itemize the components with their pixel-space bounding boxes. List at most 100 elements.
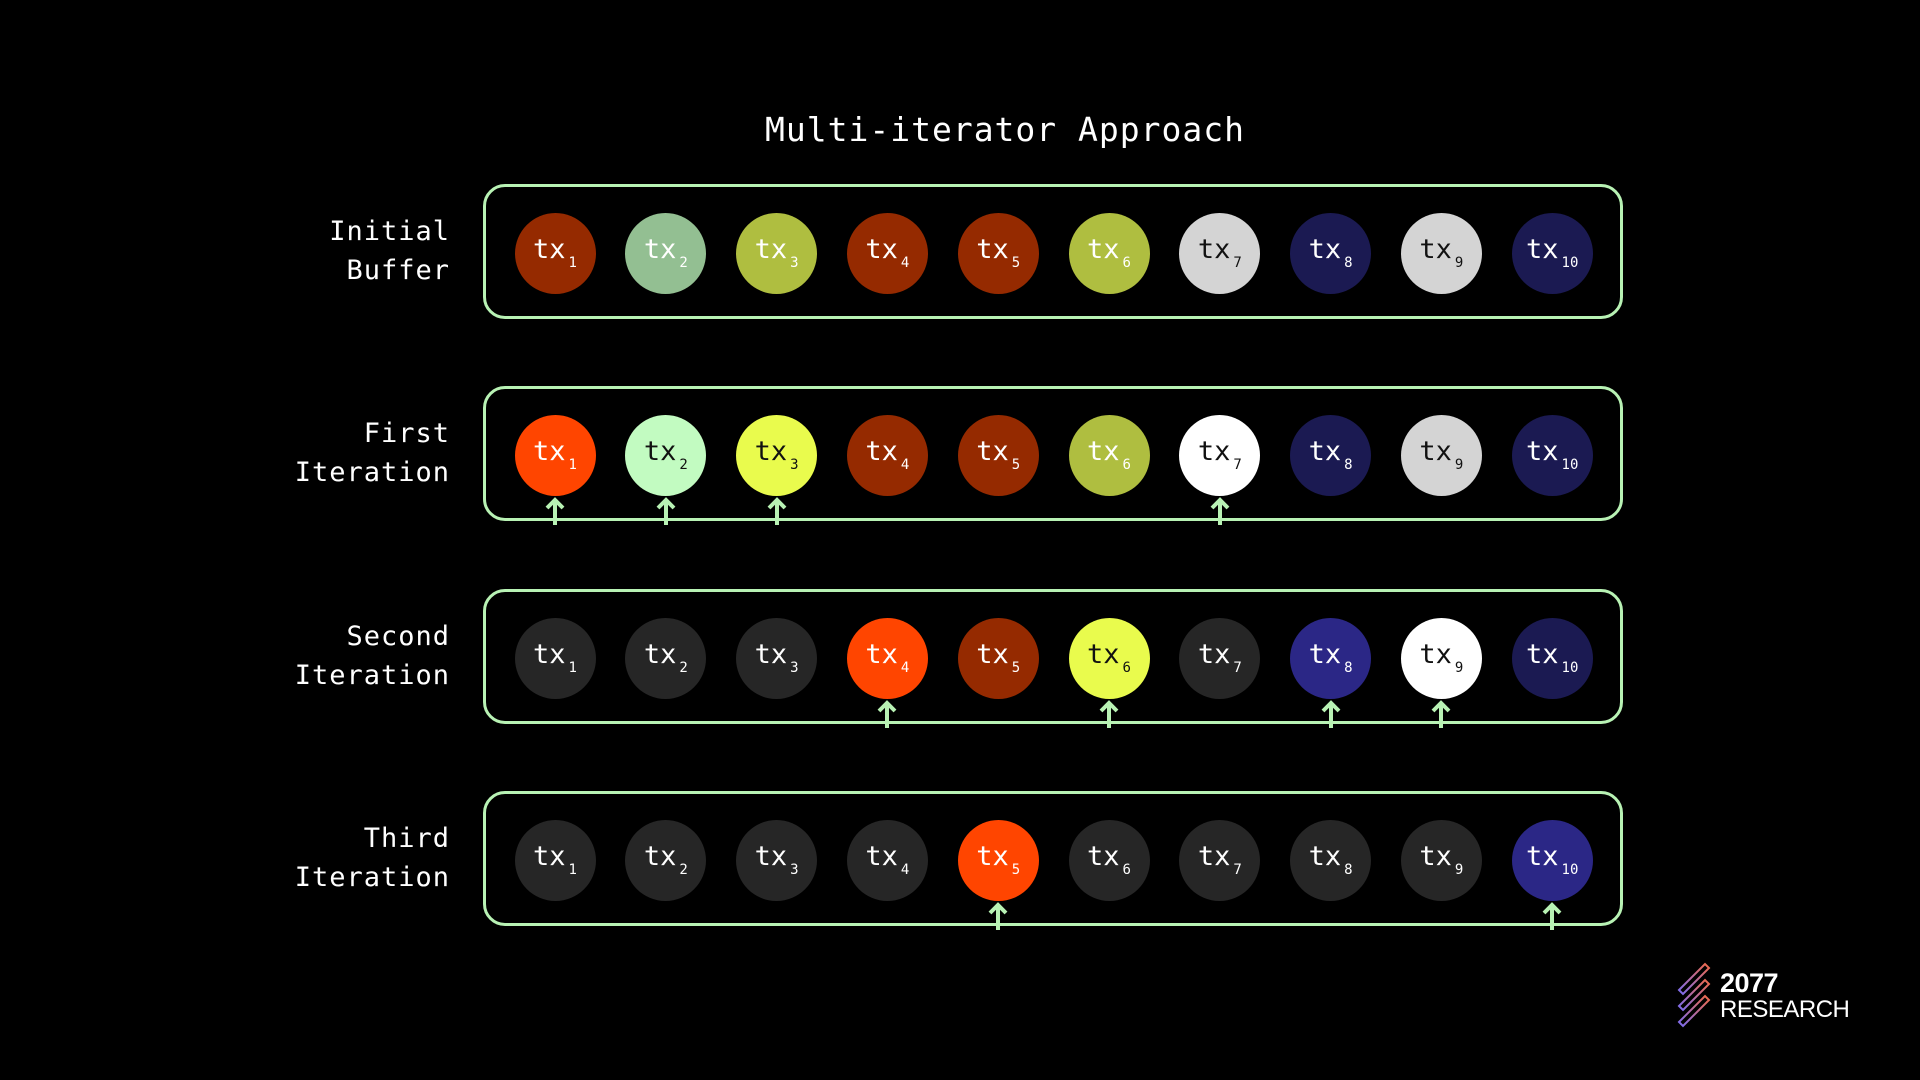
tx-label: tx — [1087, 638, 1120, 670]
buffer-box — [483, 184, 1623, 319]
tx-index: 1 — [568, 255, 577, 271]
arrow-up-icon — [1542, 901, 1562, 930]
buffer-box — [483, 791, 1623, 926]
tx-index: 2 — [679, 255, 688, 271]
tx-label: tx — [1308, 840, 1342, 872]
row-label-line1: Second — [346, 621, 450, 652]
tx-label: tx — [1526, 435, 1559, 467]
tx-index: 4 — [900, 255, 910, 271]
tx-index: 8 — [1344, 255, 1353, 271]
tx-label: tx — [1087, 435, 1120, 467]
tx-index: 6 — [1122, 862, 1131, 878]
logo-title: 2077 — [1720, 968, 1779, 998]
row-label-line1: Initial — [329, 216, 450, 247]
tx-index: 6 — [1122, 660, 1131, 676]
tx-label: tx — [533, 435, 566, 467]
row-label-line2: Iteration — [294, 660, 450, 691]
tx-index: 2 — [679, 457, 688, 473]
tx-index: 10 — [1561, 255, 1579, 271]
tx-index: 5 — [1011, 255, 1021, 271]
tx-index: 8 — [1344, 660, 1353, 676]
tx-label: tx — [754, 638, 788, 670]
tx-index: 3 — [790, 457, 799, 473]
tx-index: 9 — [1454, 255, 1464, 271]
tx-index: 6 — [1122, 255, 1131, 271]
tx-label: tx — [643, 233, 677, 265]
tx-label: tx — [1308, 233, 1342, 265]
row-label-line2: Iteration — [294, 862, 450, 893]
logo: 2077 RESEARCH — [1675, 962, 1855, 1032]
tx-index: 4 — [900, 660, 910, 676]
row-label-line1: Third — [363, 823, 450, 854]
tx-label: tx — [1197, 233, 1231, 265]
tx-index: 1 — [568, 862, 577, 878]
tx-label: tx — [976, 840, 1009, 872]
tx-label: tx — [865, 435, 898, 467]
tx-label: tx — [1419, 638, 1452, 670]
arrow-up-icon — [877, 699, 897, 728]
tx-index: 3 — [790, 660, 799, 676]
tx-index: 5 — [1011, 862, 1021, 878]
tx-index: 5 — [1011, 660, 1021, 676]
tx-index: 1 — [568, 660, 577, 676]
row-label-line2: Iteration — [294, 457, 450, 488]
tx-index: 7 — [1233, 255, 1242, 271]
tx-index: 7 — [1233, 862, 1242, 878]
tx-index: 1 — [568, 457, 577, 473]
tx-label: tx — [533, 638, 566, 670]
tx-label: tx — [643, 638, 677, 670]
tx-index: 2 — [679, 862, 688, 878]
tx-label: tx — [865, 638, 898, 670]
tx-index: 5 — [1011, 457, 1021, 473]
tx-label: tx — [533, 233, 566, 265]
logo-subtitle: RESEARCH — [1720, 996, 1850, 1023]
tx-label: tx — [533, 840, 566, 872]
tx-label: tx — [1526, 638, 1559, 670]
arrow-up-icon — [988, 901, 1008, 930]
tx-index: 7 — [1233, 660, 1242, 676]
tx-index: 10 — [1561, 457, 1579, 473]
tx-label: tx — [1197, 638, 1231, 670]
tx-label: tx — [754, 435, 788, 467]
tx-label: tx — [1419, 233, 1452, 265]
row-label-line1: First — [363, 418, 450, 449]
tx-label: tx — [1197, 840, 1231, 872]
tx-label: tx — [865, 840, 898, 872]
tx-label: tx — [1087, 233, 1120, 265]
tx-label: tx — [865, 233, 898, 265]
arrow-up-icon — [545, 496, 565, 525]
tx-index: 3 — [790, 255, 799, 271]
tx-index: 9 — [1454, 457, 1464, 473]
tx-label: tx — [1419, 435, 1452, 467]
diagram-title: Multi-iterator Approach — [765, 110, 1245, 149]
tx-index: 3 — [790, 862, 799, 878]
